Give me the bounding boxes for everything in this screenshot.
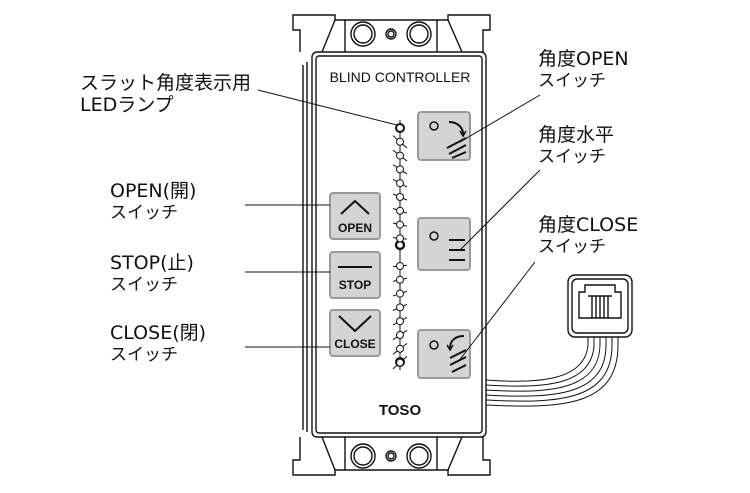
led-indicator [396,331,404,339]
close-label-line2: スイッチ [110,345,178,365]
led-indicator [396,344,404,353]
close-label-line1: CLOSE(閉) [110,322,207,344]
leader-lines [245,89,541,363]
led-indicator [396,151,404,160]
close-button-label: CLOSE [334,337,375,351]
led-label-line2: LEDランプ [80,94,174,116]
led-indicator [396,303,404,312]
angle-close-label-line1: 角度CLOSE [538,214,639,236]
led-indicator [396,179,404,188]
open-label-line1: OPEN(開) [110,180,197,202]
open-button[interactable]: OPEN [329,192,381,240]
angle-open-label-line1: 角度OPEN [538,48,629,70]
open-label: OPEN(開) スイッチ [110,180,196,224]
led-indicator [396,220,404,229]
stop-button-label: STOP [339,278,371,292]
top-mount-frame [292,14,491,52]
angle-open-label: 角度OPEN スイッチ [538,48,629,92]
brand-logo: TOSO [379,402,422,419]
led-indicator [396,137,404,146]
angle-close-label-line2: スイッチ [538,237,606,257]
stop-label: STOP(止) スイッチ [110,252,194,296]
stop-button[interactable]: STOP [329,251,381,299]
cable [485,335,619,407]
led-indicator [396,275,404,284]
open-label-line2: スイッチ [110,203,178,223]
led-indicator [396,206,404,215]
led-indicator [396,289,404,298]
close-button[interactable]: CLOSE [329,309,381,357]
device-title: BLIND CONTROLLER [330,69,471,85]
angle-close-button[interactable] [417,329,471,379]
stop-label-line1: STOP(止) [110,252,194,274]
led-indicator [396,165,404,174]
led-indicator [396,262,404,270]
modular-connector [567,274,633,338]
led-indicator [396,358,404,367]
angle-level-label: 角度水平 スイッチ [538,124,614,168]
led-label-line1: スラット角度表示用 [80,72,252,94]
angle-level-label-line2: スイッチ [538,147,606,167]
open-button-label: OPEN [338,221,372,235]
angle-open-label-line2: スイッチ [538,71,606,91]
led-indicator [396,193,404,201]
led-indicator [396,317,404,326]
angle-level-button[interactable] [417,217,471,271]
angle-close-label: 角度CLOSE スイッチ [538,214,638,258]
led-label: スラット角度表示用 LEDランプ [80,72,251,116]
stop-label-line2: スイッチ [110,275,178,295]
angle-level-label-line1: 角度水平 [538,124,615,146]
bottom-mount-frame [292,437,491,476]
led-indicator [396,234,404,243]
close-label: CLOSE(閉) スイッチ [110,322,206,366]
angle-open-button[interactable] [417,111,471,161]
